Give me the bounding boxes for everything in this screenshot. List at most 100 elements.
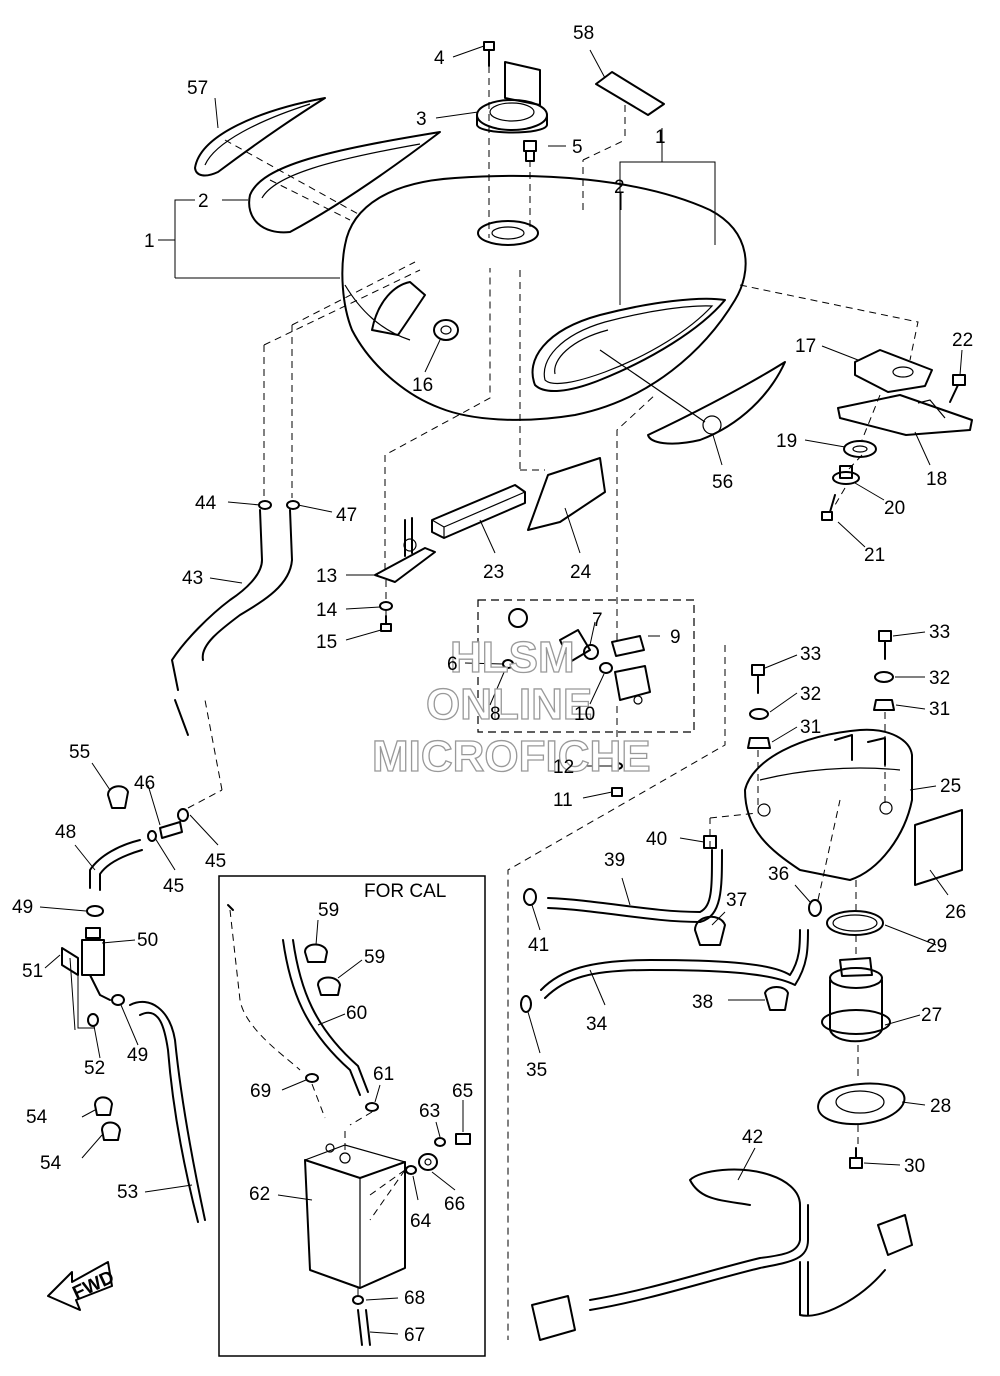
pad-23 <box>431 484 526 539</box>
callout-45: 45 <box>205 851 226 872</box>
bracket-13 <box>374 517 436 583</box>
canister-62 <box>304 1128 406 1289</box>
bolt-5 <box>523 140 537 162</box>
fuel-pump-27 <box>821 957 891 1043</box>
clip-36 <box>808 899 822 917</box>
callout-27: 27 <box>921 1005 942 1026</box>
callout-48: 48 <box>55 822 76 843</box>
callout-40: 40 <box>646 829 667 850</box>
callout-60: 60 <box>346 1003 367 1024</box>
callout-13: 13 <box>316 566 337 587</box>
callout-17: 17 <box>795 336 816 357</box>
joint-45-46 <box>147 808 189 842</box>
callout-44: 44 <box>195 493 217 514</box>
callout-31b: 31 <box>929 699 950 720</box>
bolt-30 <box>849 1147 863 1169</box>
callout-64: 64 <box>410 1211 432 1232</box>
callout-59: 59 <box>318 900 339 921</box>
callout-35: 35 <box>526 1060 547 1081</box>
callout-32b: 32 <box>929 668 950 689</box>
fuel-cap <box>476 61 548 134</box>
callout-33: 33 <box>800 644 821 665</box>
inset-title: FOR CAL <box>364 881 446 902</box>
callout-51: 51 <box>22 961 43 982</box>
callout-43: 43 <box>182 568 203 589</box>
callout-56: 56 <box>712 472 733 493</box>
callout-59b: 59 <box>364 947 385 968</box>
clips-61-69 <box>305 1073 379 1112</box>
callout-22: 22 <box>952 330 973 351</box>
callout-52: 52 <box>84 1058 105 1079</box>
clip-40 <box>703 835 717 849</box>
callout-10: 10 <box>574 704 595 725</box>
callout-1: 1 <box>144 231 155 252</box>
callout-61: 61 <box>373 1064 394 1085</box>
hoses-60 <box>227 904 369 1096</box>
callout-12: 12 <box>553 757 574 778</box>
bolt-4 <box>483 41 495 67</box>
callout-65: 65 <box>452 1081 473 1102</box>
clips-44-47 <box>258 500 300 510</box>
callout-33b: 33 <box>929 622 950 643</box>
badge-56 <box>647 361 786 445</box>
bolt-15 <box>380 615 392 632</box>
clip-41 <box>523 888 537 906</box>
callout-41: 41 <box>528 935 549 956</box>
callout-21: 21 <box>864 545 885 566</box>
clamp-37 <box>694 915 726 946</box>
hose-39 <box>547 849 723 923</box>
hose-34 <box>540 929 809 999</box>
callout-31: 31 <box>800 717 821 738</box>
for-cal-inset <box>218 875 486 1357</box>
callout-38: 38 <box>692 992 713 1013</box>
clamp-55 <box>107 785 129 809</box>
pad-24 <box>527 457 606 531</box>
fuel-cock-inset <box>477 599 695 733</box>
valve-50 <box>81 927 111 1001</box>
callout-labels: 1 1 2 2 3 4 5 6 7 8 9 10 11 12 13 14 15 … <box>12 23 973 1346</box>
callout-54b: 54 <box>40 1153 62 1174</box>
callout-11: 11 <box>553 790 573 811</box>
callout-4: 4 <box>434 48 445 69</box>
callout-47: 47 <box>336 505 357 526</box>
callout-37: 37 <box>726 890 747 911</box>
bracket-17 <box>854 349 933 393</box>
callout-50: 50 <box>137 930 158 951</box>
fwd-label: FWD <box>69 1267 117 1304</box>
callout-7: 7 <box>592 610 603 631</box>
hose-42 <box>531 1168 913 1341</box>
clamp-38 <box>764 986 789 1011</box>
callout-66: 66 <box>444 1194 465 1215</box>
callout-16: 16 <box>412 375 433 396</box>
fuel-tank <box>341 174 747 421</box>
callout-6: 6 <box>447 654 458 675</box>
washer-14 <box>379 601 393 611</box>
clip-52 <box>87 1013 99 1027</box>
hose-48 <box>89 839 143 891</box>
callout-8: 8 <box>490 704 501 725</box>
clamps-59 <box>304 943 341 996</box>
plate-28 <box>817 1082 906 1126</box>
badge-57 <box>194 97 326 177</box>
callout-57: 57 <box>187 78 208 99</box>
callout-14: 14 <box>316 600 338 621</box>
callout-3: 3 <box>416 109 427 130</box>
callout-53: 53 <box>117 1182 138 1203</box>
collar-20 <box>832 465 860 485</box>
watermark-line2: ONLINE <box>426 680 592 729</box>
callout-30: 30 <box>904 1156 925 1177</box>
leader-lines <box>39 45 963 1340</box>
callout-18: 18 <box>926 469 947 490</box>
callout-32: 32 <box>800 684 821 705</box>
callout-62: 62 <box>249 1184 270 1205</box>
hose-43 <box>171 509 293 736</box>
callout-67: 67 <box>404 1325 425 1346</box>
callout-20: 20 <box>884 498 905 519</box>
grommet-16 <box>433 319 459 341</box>
label-58 <box>595 71 665 116</box>
clamps-54 <box>94 1096 121 1141</box>
callout-49b: 49 <box>127 1045 148 1066</box>
pump-cover-25 <box>744 728 913 881</box>
callout-39: 39 <box>604 850 625 871</box>
